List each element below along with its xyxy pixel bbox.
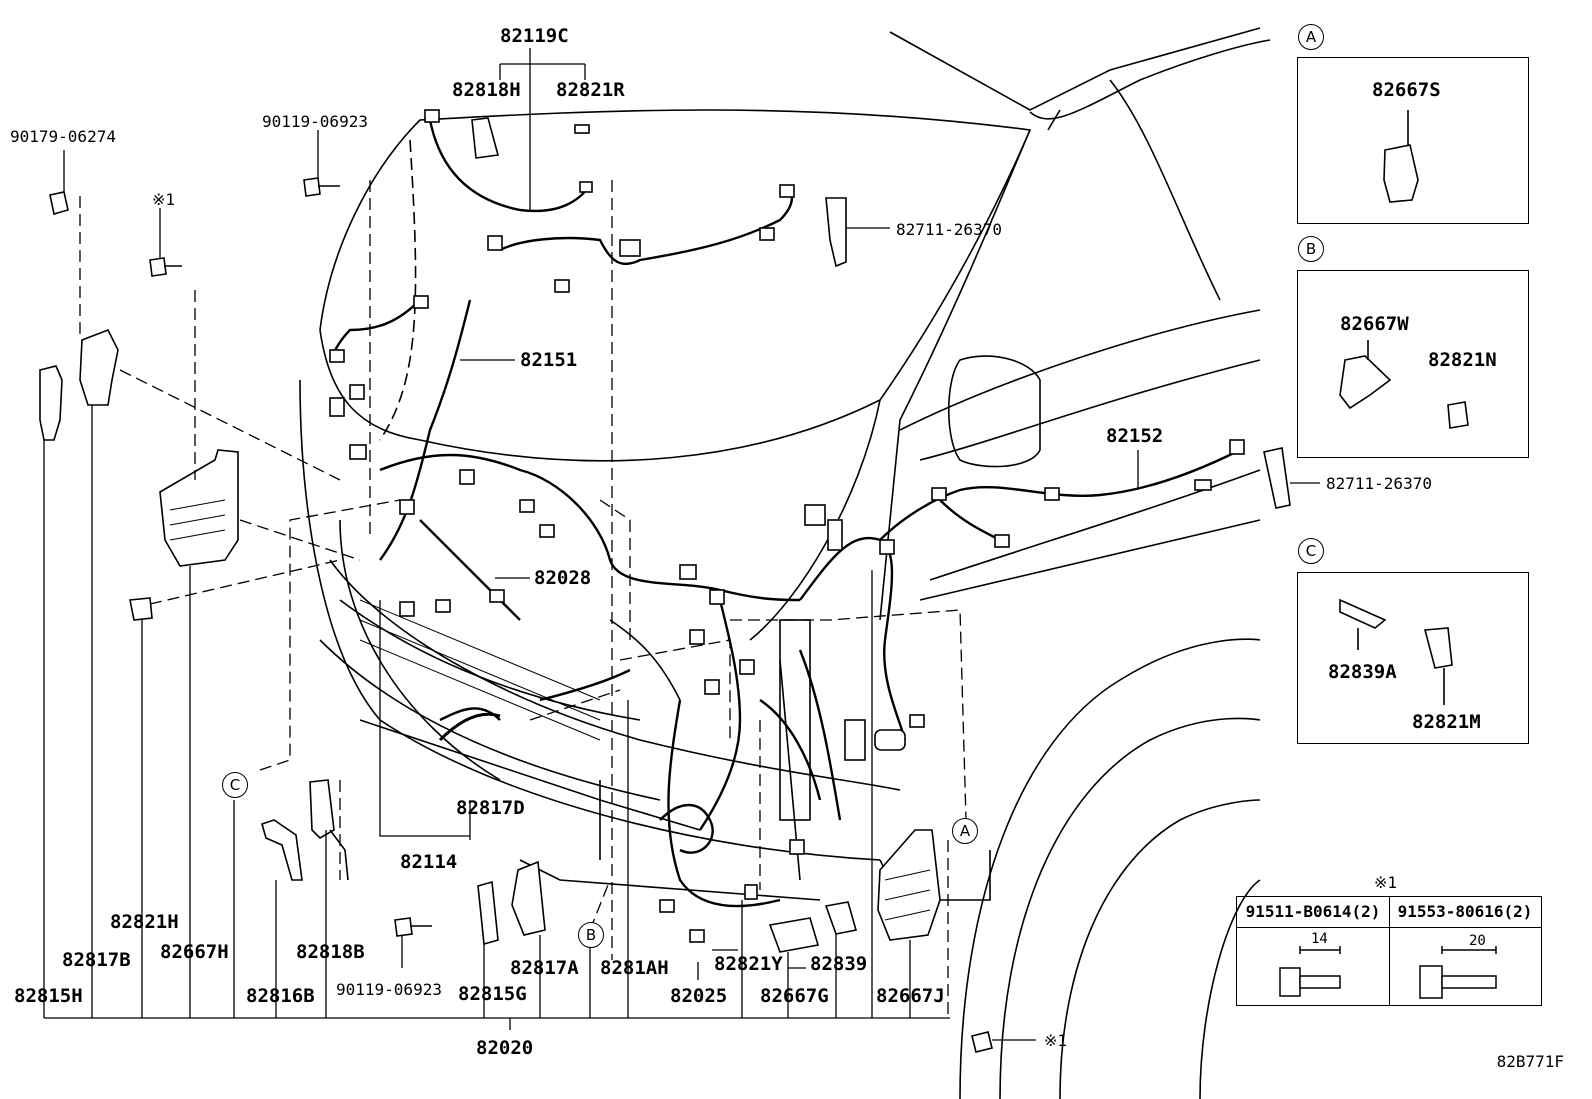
note-marker-bottom: ※1 bbox=[1044, 1031, 1068, 1050]
bolt-table-col2-header: 91553-80616(2) bbox=[1389, 897, 1541, 928]
inset-a-part-label: 82667S bbox=[1372, 79, 1441, 101]
part-label-82815H: 82815H bbox=[14, 985, 83, 1007]
part-label-90179-06274: 90179-06274 bbox=[10, 127, 116, 146]
bolt-table-col1-header: 91511-B0614(2) bbox=[1237, 897, 1389, 928]
callout-c-left: C bbox=[222, 772, 248, 798]
part-label-82152: 82152 bbox=[1106, 425, 1164, 447]
part-label-8281AH: 8281AH bbox=[600, 957, 669, 979]
bolt-table-col1-length: 14 bbox=[1311, 931, 1328, 947]
callout-a-right: A bbox=[952, 818, 978, 844]
part-label-82818H: 82818H bbox=[452, 79, 521, 101]
part-label-82839: 82839 bbox=[810, 953, 868, 975]
dashed-leaders bbox=[79, 180, 967, 1020]
part-label-82028: 82028 bbox=[534, 567, 592, 589]
part-label-82151: 82151 bbox=[520, 349, 578, 371]
inset-c-letter: C bbox=[1298, 538, 1324, 564]
part-drawings bbox=[39, 117, 1291, 1053]
inset-c-part2-label: 82821M bbox=[1412, 711, 1481, 733]
inset-b-panel bbox=[1297, 270, 1529, 458]
connectors bbox=[329, 109, 1245, 943]
wire-harness bbox=[328, 119, 1241, 908]
part-label-82114: 82114 bbox=[400, 851, 458, 873]
part-label-82020: 82020 bbox=[476, 1037, 534, 1059]
inset-c-panel bbox=[1297, 572, 1529, 744]
diagram-code: 82B771F bbox=[1496, 1052, 1564, 1071]
part-label-82821R: 82821R bbox=[556, 79, 625, 101]
part-label-82817D: 82817D bbox=[456, 797, 525, 819]
inset-c-part1-label: 82839A bbox=[1328, 661, 1397, 683]
part-label-82711-26370-top: 82711-26370 bbox=[896, 220, 1002, 239]
inset-b-part1-label: 82667W bbox=[1340, 313, 1409, 335]
part-label-90119-06923-top: 90119-06923 bbox=[262, 112, 368, 131]
inset-a-letter: A bbox=[1298, 24, 1324, 50]
part-label-82025: 82025 bbox=[670, 985, 728, 1007]
part-label-82821H: 82821H bbox=[110, 911, 179, 933]
part-label-82817A: 82817A bbox=[510, 957, 579, 979]
solid-leaders bbox=[43, 48, 1320, 1041]
part-label-82816B: 82816B bbox=[246, 985, 315, 1007]
bolt-table-col2-length: 20 bbox=[1469, 933, 1486, 949]
part-label-82667H: 82667H bbox=[160, 941, 229, 963]
bolt-table-note: ※1 bbox=[1374, 873, 1398, 892]
part-label-82667G: 82667G bbox=[760, 985, 829, 1007]
inset-b-part2-label: 82821N bbox=[1428, 349, 1497, 371]
part-label-82667J: 82667J bbox=[876, 985, 945, 1007]
part-label-82821Y: 82821Y bbox=[714, 953, 783, 975]
part-label-82815G: 82815G bbox=[458, 983, 527, 1005]
part-label-82817B: 82817B bbox=[62, 949, 131, 971]
callout-b-mid: B bbox=[578, 922, 604, 948]
part-label-82818B: 82818B bbox=[296, 941, 365, 963]
bolt-table: 91511-B0614(2) 91553-80616(2) 14 20 bbox=[1236, 896, 1542, 1006]
note-marker-top: ※1 bbox=[152, 190, 176, 209]
part-label-82711-26370-right: 82711-26370 bbox=[1326, 474, 1432, 493]
bolt-table-divider bbox=[1389, 897, 1390, 1005]
inset-b-letter: B bbox=[1298, 236, 1324, 262]
vehicle-body-outline bbox=[299, 27, 1271, 1099]
part-label-82119C: 82119C bbox=[500, 25, 569, 47]
part-label-90119-06923-bottom: 90119-06923 bbox=[336, 980, 442, 999]
bolt-drawings bbox=[1279, 946, 1497, 999]
inset-a-panel bbox=[1297, 57, 1529, 224]
inset-part-drawings bbox=[1339, 110, 1469, 705]
